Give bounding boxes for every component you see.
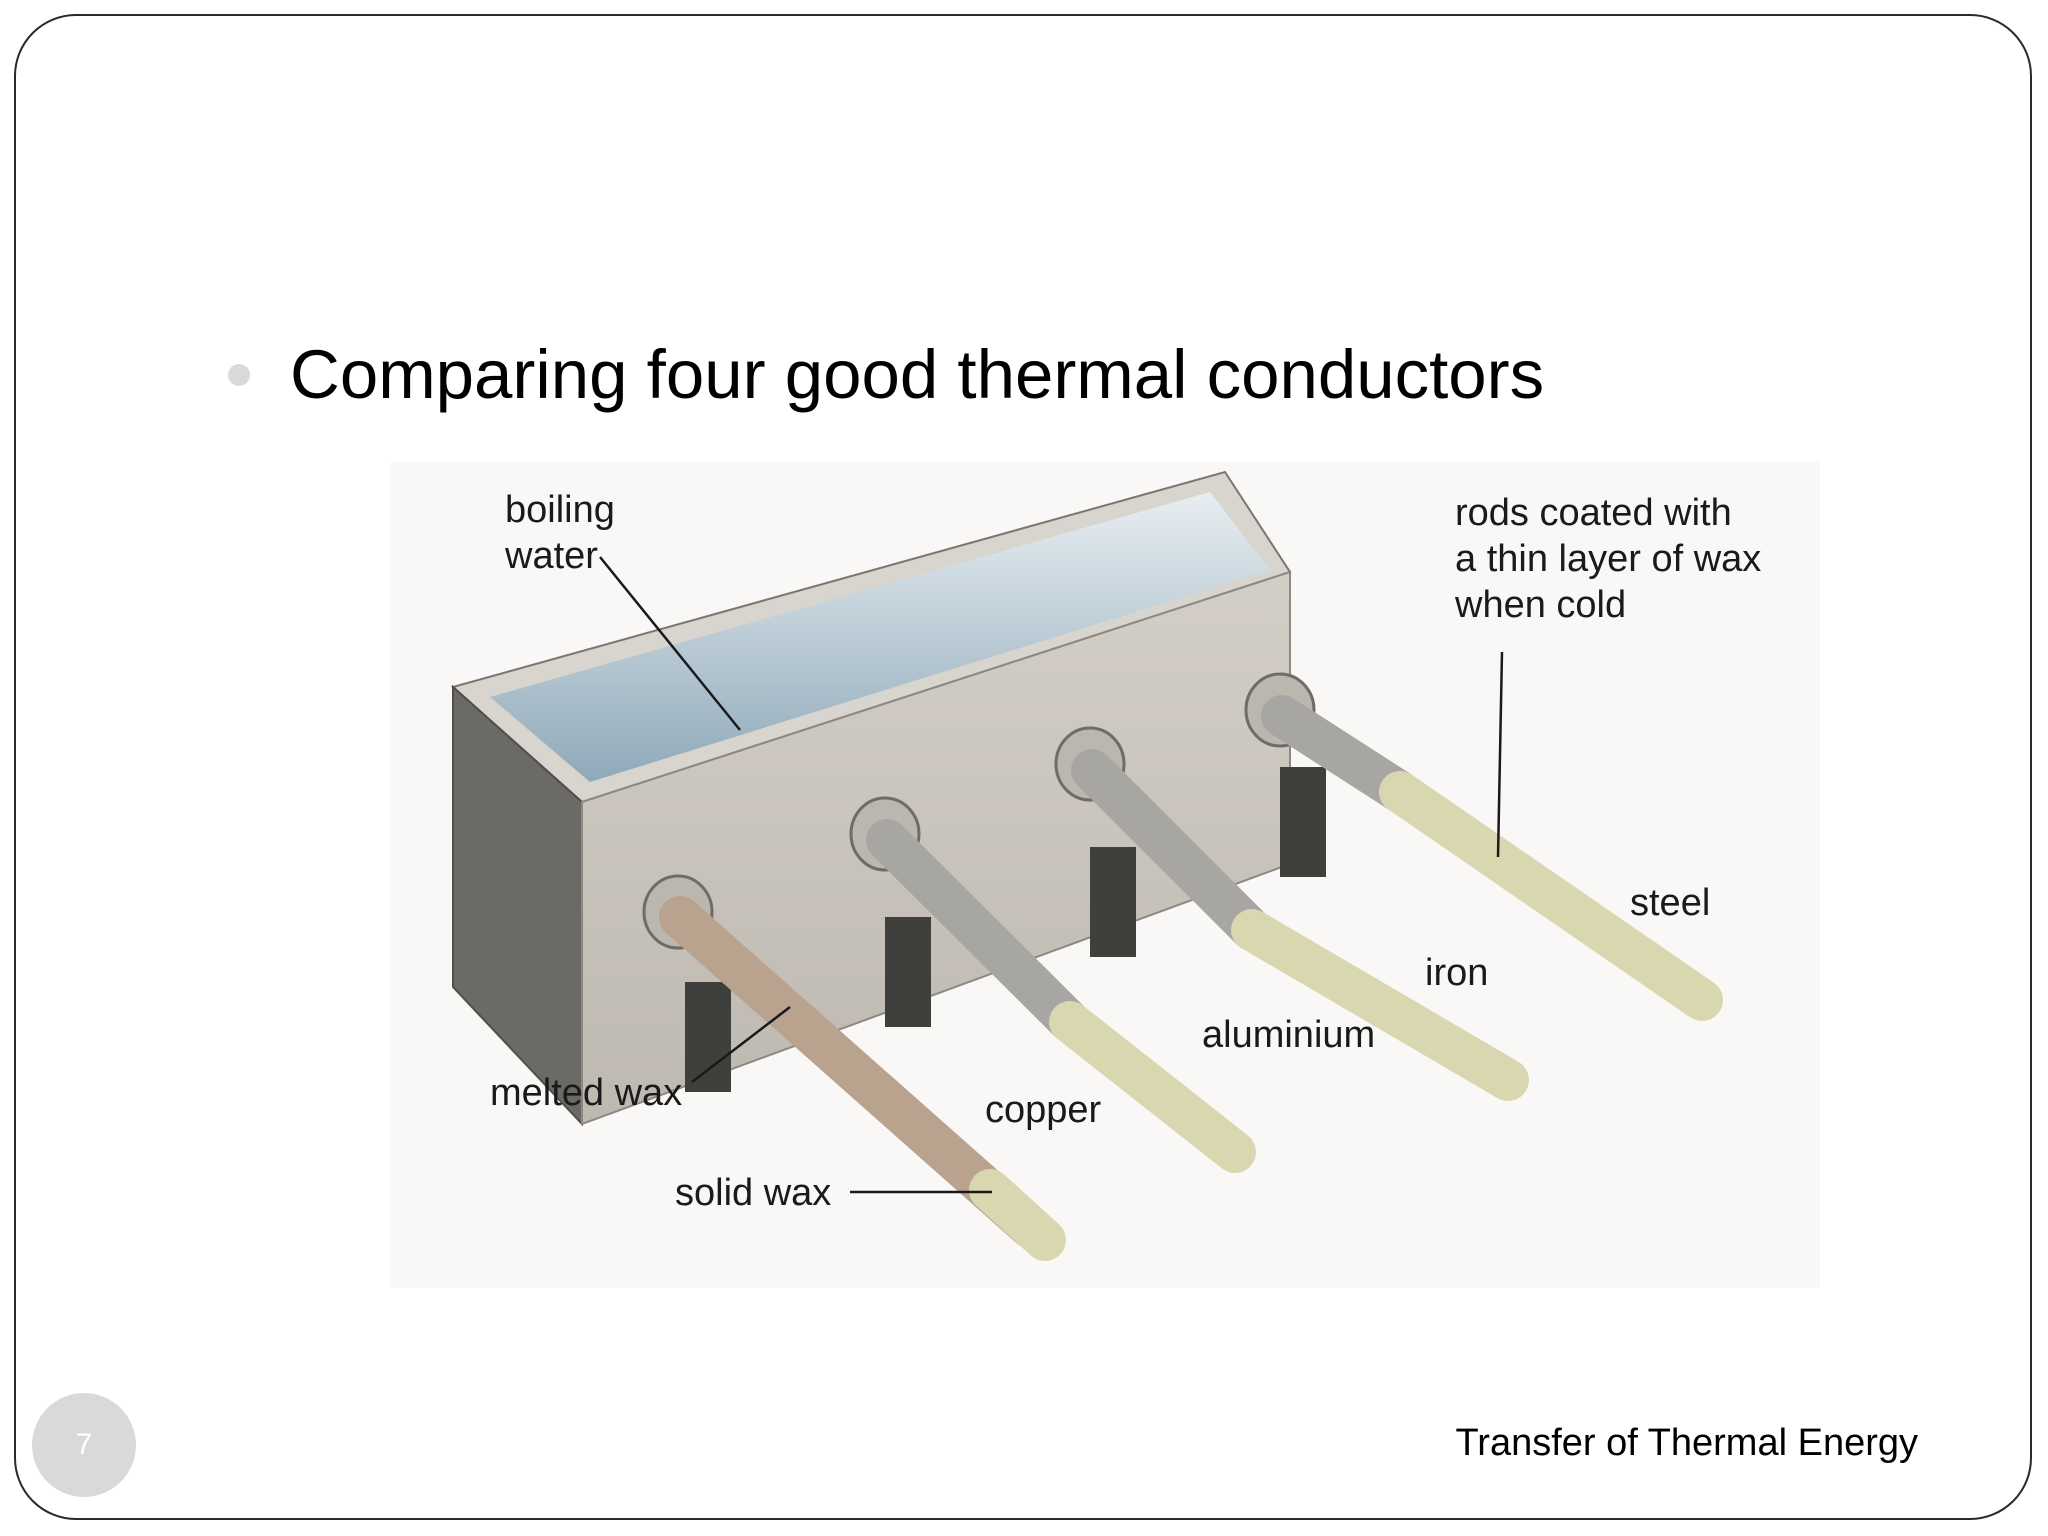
- bullet-icon: [228, 363, 250, 386]
- apparatus-drawing: [390, 462, 1820, 1288]
- conductors-diagram: boiling water rods coated with a thin la…: [390, 462, 1820, 1288]
- rods-coated-leader: [1496, 651, 1504, 858]
- bullet-text: Comparing four good thermal conductors: [290, 336, 1545, 413]
- melted-wax-section: [866, 819, 1091, 1043]
- rod-support: [1280, 767, 1326, 877]
- melted-wax-label: melted wax: [490, 1072, 683, 1114]
- steel-label: steel: [1630, 882, 1711, 924]
- melted-wax-section: [1071, 749, 1273, 951]
- boiling-water-label: boiling water: [505, 487, 615, 579]
- boiling-water-leader: [599, 556, 741, 731]
- footer-title: Transfer of Thermal Energy: [1455, 1422, 1918, 1464]
- label-line: water: [505, 535, 598, 577]
- copper-rod: [642, 874, 1066, 1261]
- page-number: 7: [32, 1393, 136, 1497]
- aluminium-rod: [849, 796, 1256, 1173]
- aluminium-label: aluminium: [1202, 1014, 1376, 1056]
- solid-wax-section: [969, 1169, 1066, 1261]
- label-line: a thin layer of wax: [1455, 538, 1762, 580]
- rod-support: [685, 982, 731, 1092]
- rod-support: [1090, 847, 1136, 957]
- iron-label: iron: [1425, 952, 1489, 994]
- iron-rod: [1054, 726, 1529, 1101]
- melted-wax-leader: [691, 1006, 791, 1083]
- water-surface: [490, 492, 1270, 782]
- melted-wax-section: [1261, 695, 1421, 813]
- label-line: boiling: [505, 489, 615, 531]
- rods-coated-label: rods coated with a thin layer of wax whe…: [1455, 490, 1761, 628]
- copper-label: copper: [985, 1089, 1102, 1131]
- bullet-item: Comparing four good thermal conductors: [228, 340, 1544, 409]
- solid-wax-section: [1379, 771, 1723, 1021]
- melted-wax-section: [659, 896, 1051, 1248]
- solid-wax-label: solid wax: [675, 1172, 832, 1214]
- rod-support: [885, 917, 931, 1027]
- label-line: when cold: [1455, 584, 1627, 626]
- solid-wax-section: [1231, 909, 1529, 1101]
- label-line: rods coated with: [1455, 492, 1732, 534]
- solid-wax-section: [1049, 1001, 1256, 1173]
- steel-rod: [1244, 672, 1723, 1021]
